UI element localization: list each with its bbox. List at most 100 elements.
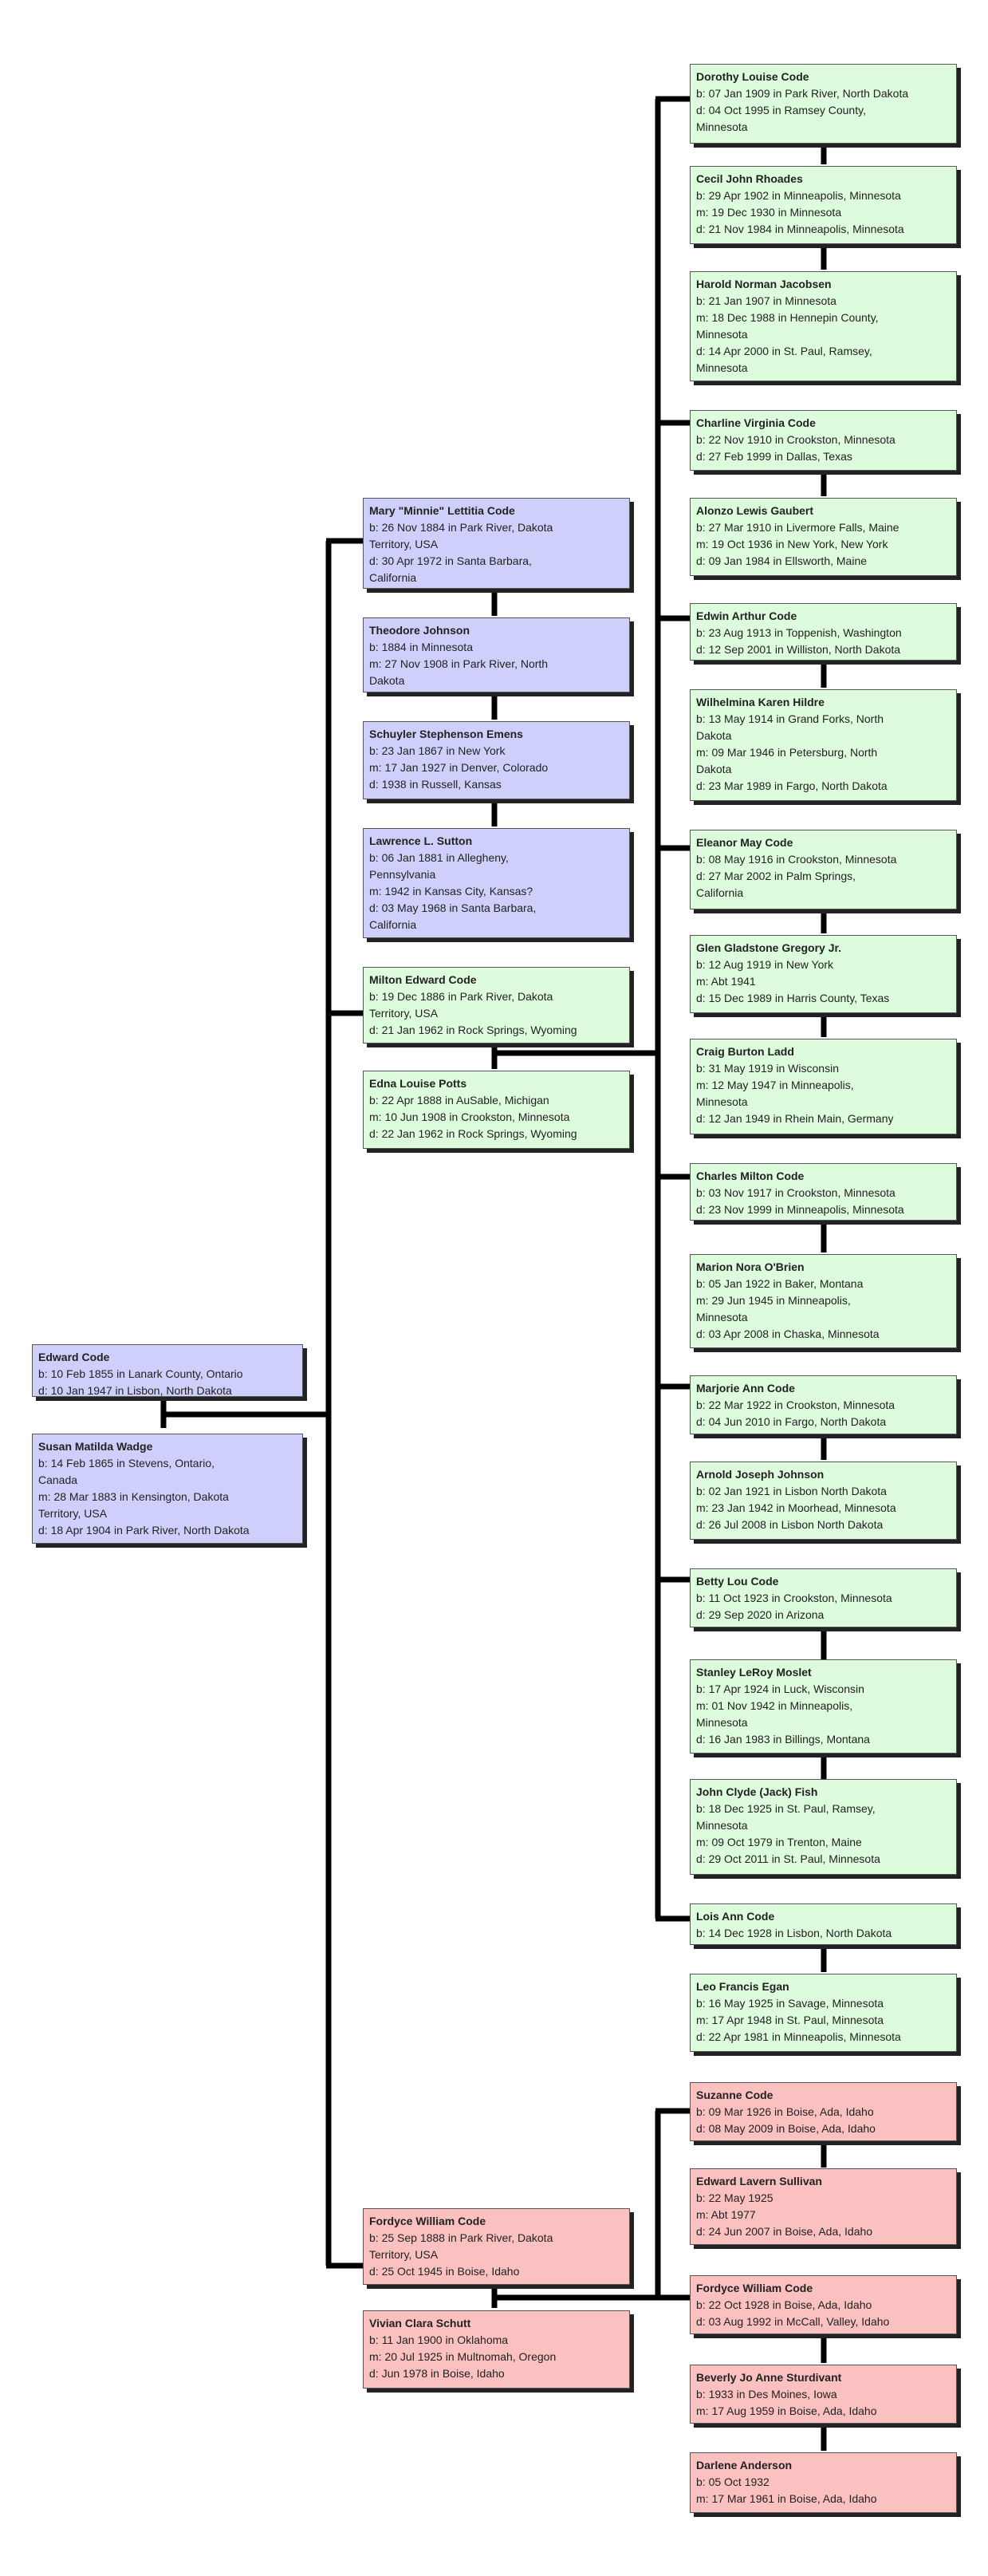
person-detail: Minnesota — [696, 328, 748, 341]
person-detail: b: 13 May 1914 in Grand Forks, North — [696, 712, 884, 725]
person-detail: d: 27 Mar 2002 in Palm Springs, — [696, 870, 856, 882]
person-detail: m: 23 Jan 1942 in Moorhead, Minnesota — [696, 1501, 896, 1514]
person-charles-milton-code[interactable]: Charles Milton Code b: 03 Nov 1917 in Cr… — [690, 1163, 957, 1221]
person-edward-lavern-sullivan[interactable]: Edward Lavern Sullivan b: 22 May 1925 m:… — [690, 2168, 957, 2245]
person-name: John Clyde (Jack) Fish — [696, 1785, 818, 1798]
person-edward-code[interactable]: Edward Code b: 10 Feb 1855 in Lanark Cou… — [32, 1344, 303, 1397]
person-detail: California — [696, 886, 744, 899]
person-fordyce-william-code-sr[interactable]: Fordyce William Code b: 25 Sep 1888 in P… — [363, 2208, 630, 2285]
person-lois-ann-code[interactable]: Lois Ann Code b: 14 Dec 1928 in Lisbon, … — [690, 1903, 957, 1945]
person-vivian-clara-schutt[interactable]: Vivian Clara Schutt b: 11 Jan 1900 in Ok… — [363, 2310, 630, 2389]
person-name: Susan Matilda Wadge — [38, 1440, 153, 1453]
person-eleanor-may-code[interactable]: Eleanor May Code b: 08 May 1916 in Crook… — [690, 830, 957, 909]
person-detail: d: 29 Oct 2011 in St. Paul, Minnesota — [696, 1852, 880, 1865]
person-detail: d: 08 May 2009 in Boise, Ada, Idaho — [696, 2122, 876, 2135]
person-name: Eleanor May Code — [696, 836, 793, 849]
person-stanley-leroy-moslet[interactable]: Stanley LeRoy Moslet b: 17 Apr 1924 in L… — [690, 1659, 957, 1753]
person-detail: Minnesota — [696, 1311, 748, 1324]
person-schuyler-stephenson-emens[interactable]: Schuyler Stephenson Emens b: 23 Jan 1867… — [363, 721, 630, 799]
person-darlene-anderson[interactable]: Darlene Anderson b: 05 Oct 1932 m: 17 Ma… — [690, 2452, 957, 2513]
person-betty-lou-code[interactable]: Betty Lou Code b: 11 Oct 1923 in Crookst… — [690, 1568, 957, 1627]
person-detail: Pennsylvania — [369, 868, 436, 881]
person-edna-louise-potts[interactable]: Edna Louise Potts b: 22 Apr 1888 in AuSa… — [363, 1071, 630, 1149]
person-beverly-jo-anne-sturdivant[interactable]: Beverly Jo Anne Sturdivant b: 1933 in De… — [690, 2365, 957, 2424]
person-detail: m: 18 Dec 1988 in Hennepin County, — [696, 311, 879, 324]
person-detail: b: 06 Jan 1881 in Allegheny, — [369, 851, 509, 864]
person-edwin-arthur-code[interactable]: Edwin Arthur Code b: 23 Aug 1913 in Topp… — [690, 603, 957, 661]
person-name: Vivian Clara Schutt — [369, 2317, 471, 2329]
person-detail: b: 23 Aug 1913 in Toppenish, Washington — [696, 626, 902, 639]
person-cecil-john-rhoades[interactable]: Cecil John Rhoades b: 29 Apr 1902 in Min… — [690, 166, 957, 244]
person-john-clyde-jack-fish[interactable]: John Clyde (Jack) Fish b: 18 Dec 1925 in… — [690, 1779, 957, 1875]
person-detail: d: 24 Jun 2007 in Boise, Ada, Idaho — [696, 2225, 873, 2238]
person-dorothy-louise-code[interactable]: Dorothy Louise Code b: 07 Jan 1909 in Pa… — [690, 64, 957, 144]
person-detail: California — [369, 571, 417, 584]
person-detail: m: 29 Jun 1945 in Minneapolis, — [696, 1294, 851, 1307]
person-mary-lettitia-code[interactable]: Mary "Minnie" Lettitia Code b: 26 Nov 18… — [363, 498, 630, 589]
person-name: Leo Francis Egan — [696, 1980, 789, 1993]
person-detail: Dakota — [696, 729, 732, 742]
person-arnold-joseph-johnson[interactable]: Arnold Joseph Johnson b: 02 Jan 1921 in … — [690, 1462, 957, 1540]
person-leo-francis-egan[interactable]: Leo Francis Egan b: 16 May 1925 in Savag… — [690, 1974, 957, 2052]
person-craig-burton-ladd[interactable]: Craig Burton Ladd b: 31 May 1919 in Wisc… — [690, 1039, 957, 1134]
person-detail: d: 12 Sep 2001 in Williston, North Dakot… — [696, 643, 901, 656]
person-wilhelmina-karen-hildre[interactable]: Wilhelmina Karen Hildre b: 13 May 1914 i… — [690, 689, 957, 801]
person-name: Charles Milton Code — [696, 1170, 805, 1182]
person-detail: m: 28 Mar 1883 in Kensington, Dakota — [38, 1490, 229, 1503]
person-detail: b: 27 Mar 1910 in Livermore Falls, Maine — [696, 521, 899, 534]
person-detail: Minnesota — [696, 1095, 748, 1108]
person-harold-norman-jacobsen[interactable]: Harold Norman Jacobsen b: 21 Jan 1907 in… — [690, 271, 957, 381]
person-detail: b: 22 Nov 1910 in Crookston, Minnesota — [696, 433, 895, 446]
person-name: Edwin Arthur Code — [696, 609, 797, 622]
person-name: Wilhelmina Karen Hildre — [696, 696, 825, 708]
person-detail: d: 30 Apr 1972 in Santa Barbara, — [369, 554, 532, 567]
person-theodore-johnson[interactable]: Theodore Johnson b: 1884 in Minnesota m:… — [363, 617, 630, 692]
person-detail: m: 09 Oct 1979 in Trenton, Maine — [696, 1836, 862, 1848]
person-detail: m: 20 Jul 1925 in Multnomah, Oregon — [369, 2350, 557, 2363]
person-detail: b: 19 Dec 1886 in Park River, Dakota — [369, 990, 553, 1003]
person-marion-nora-obrien[interactable]: Marion Nora O'Brien b: 05 Jan 1922 in Ba… — [690, 1254, 957, 1348]
person-name: Milton Edward Code — [369, 973, 477, 986]
person-detail: d: 12 Jan 1949 in Rhein Main, Germany — [696, 1112, 894, 1125]
person-lawrence-l-sutton[interactable]: Lawrence L. Sutton b: 06 Jan 1881 in All… — [363, 828, 630, 938]
person-detail: d: 09 Jan 1984 in Ellsworth, Maine — [696, 554, 868, 567]
person-glen-gladstone-gregory-jr[interactable]: Glen Gladstone Gregory Jr. b: 12 Aug 191… — [690, 935, 957, 1013]
person-milton-edward-code[interactable]: Milton Edward Code b: 19 Dec 1886 in Par… — [363, 967, 630, 1043]
person-detail: d: 03 May 1968 in Santa Barbara, — [369, 901, 537, 914]
person-detail: d: 10 Jan 1947 in Lisbon, North Dakota — [38, 1384, 232, 1397]
person-name: Alonzo Lewis Gaubert — [696, 504, 814, 517]
person-detail: d: 29 Sep 2020 in Arizona — [696, 1608, 825, 1621]
person-detail: m: 17 Mar 1961 in Boise, Ada, Idaho — [696, 2492, 877, 2505]
person-name: Cecil John Rhoades — [696, 172, 803, 185]
person-detail: b: 22 Oct 1928 in Boise, Ada, Idaho — [696, 2298, 872, 2311]
person-name: Schuyler Stephenson Emens — [369, 728, 523, 740]
person-detail: b: 05 Jan 1922 in Baker, Montana — [696, 1277, 864, 1290]
person-detail: d: 26 Jul 2008 in Lisbon North Dakota — [696, 1518, 884, 1531]
person-detail: d: 03 Aug 1992 in McCall, Valley, Idaho — [696, 2315, 890, 2328]
person-detail: m: 01 Nov 1942 in Minneapolis, — [696, 1699, 853, 1712]
person-detail: d: 1938 in Russell, Kansas — [369, 778, 502, 791]
person-detail: Minnesota — [696, 1716, 748, 1729]
person-fordyce-william-code-jr[interactable]: Fordyce William Code b: 22 Oct 1928 in B… — [690, 2275, 957, 2334]
person-detail: m: 17 Apr 1948 in St. Paul, Minnesota — [696, 2014, 884, 2026]
person-suzanne-code[interactable]: Suzanne Code b: 09 Mar 1926 in Boise, Ad… — [690, 2082, 957, 2141]
person-name: Theodore Johnson — [369, 624, 470, 637]
person-name: Dorothy Louise Code — [696, 70, 809, 83]
person-alonzo-lewis-gaubert[interactable]: Alonzo Lewis Gaubert b: 27 Mar 1910 in L… — [690, 498, 957, 576]
person-charline-virginia-code[interactable]: Charline Virginia Code b: 22 Nov 1910 in… — [690, 410, 957, 471]
person-detail: b: 21 Jan 1907 in Minnesota — [696, 294, 836, 307]
person-detail: d: 16 Jan 1983 in Billings, Montana — [696, 1733, 870, 1746]
person-susan-matilda-wadge[interactable]: Susan Matilda Wadge b: 14 Feb 1865 in St… — [32, 1434, 303, 1544]
person-detail: b: 31 May 1919 in Wisconsin — [696, 1062, 839, 1075]
person-detail: b: 18 Dec 1925 in St. Paul, Ramsey, — [696, 1802, 876, 1815]
person-detail: b: 02 Jan 1921 in Lisbon North Dakota — [696, 1485, 887, 1497]
person-detail: b: 1884 in Minnesota — [369, 641, 473, 653]
person-detail: b: 22 May 1925 — [696, 2191, 773, 2204]
person-detail: d: 14 Apr 2000 in St. Paul, Ramsey, — [696, 345, 872, 357]
person-detail: m: 1942 in Kansas City, Kansas? — [369, 885, 533, 897]
person-detail: b: 09 Mar 1926 in Boise, Ada, Idaho — [696, 2105, 874, 2118]
person-detail: d: 03 Apr 2008 in Chaska, Minnesota — [696, 1327, 880, 1340]
person-detail: b: 05 Oct 1932 — [696, 2475, 770, 2488]
person-marjorie-ann-code[interactable]: Marjorie Ann Code b: 22 Mar 1922 in Croo… — [690, 1375, 957, 1434]
person-name: Beverly Jo Anne Sturdivant — [696, 2371, 842, 2384]
